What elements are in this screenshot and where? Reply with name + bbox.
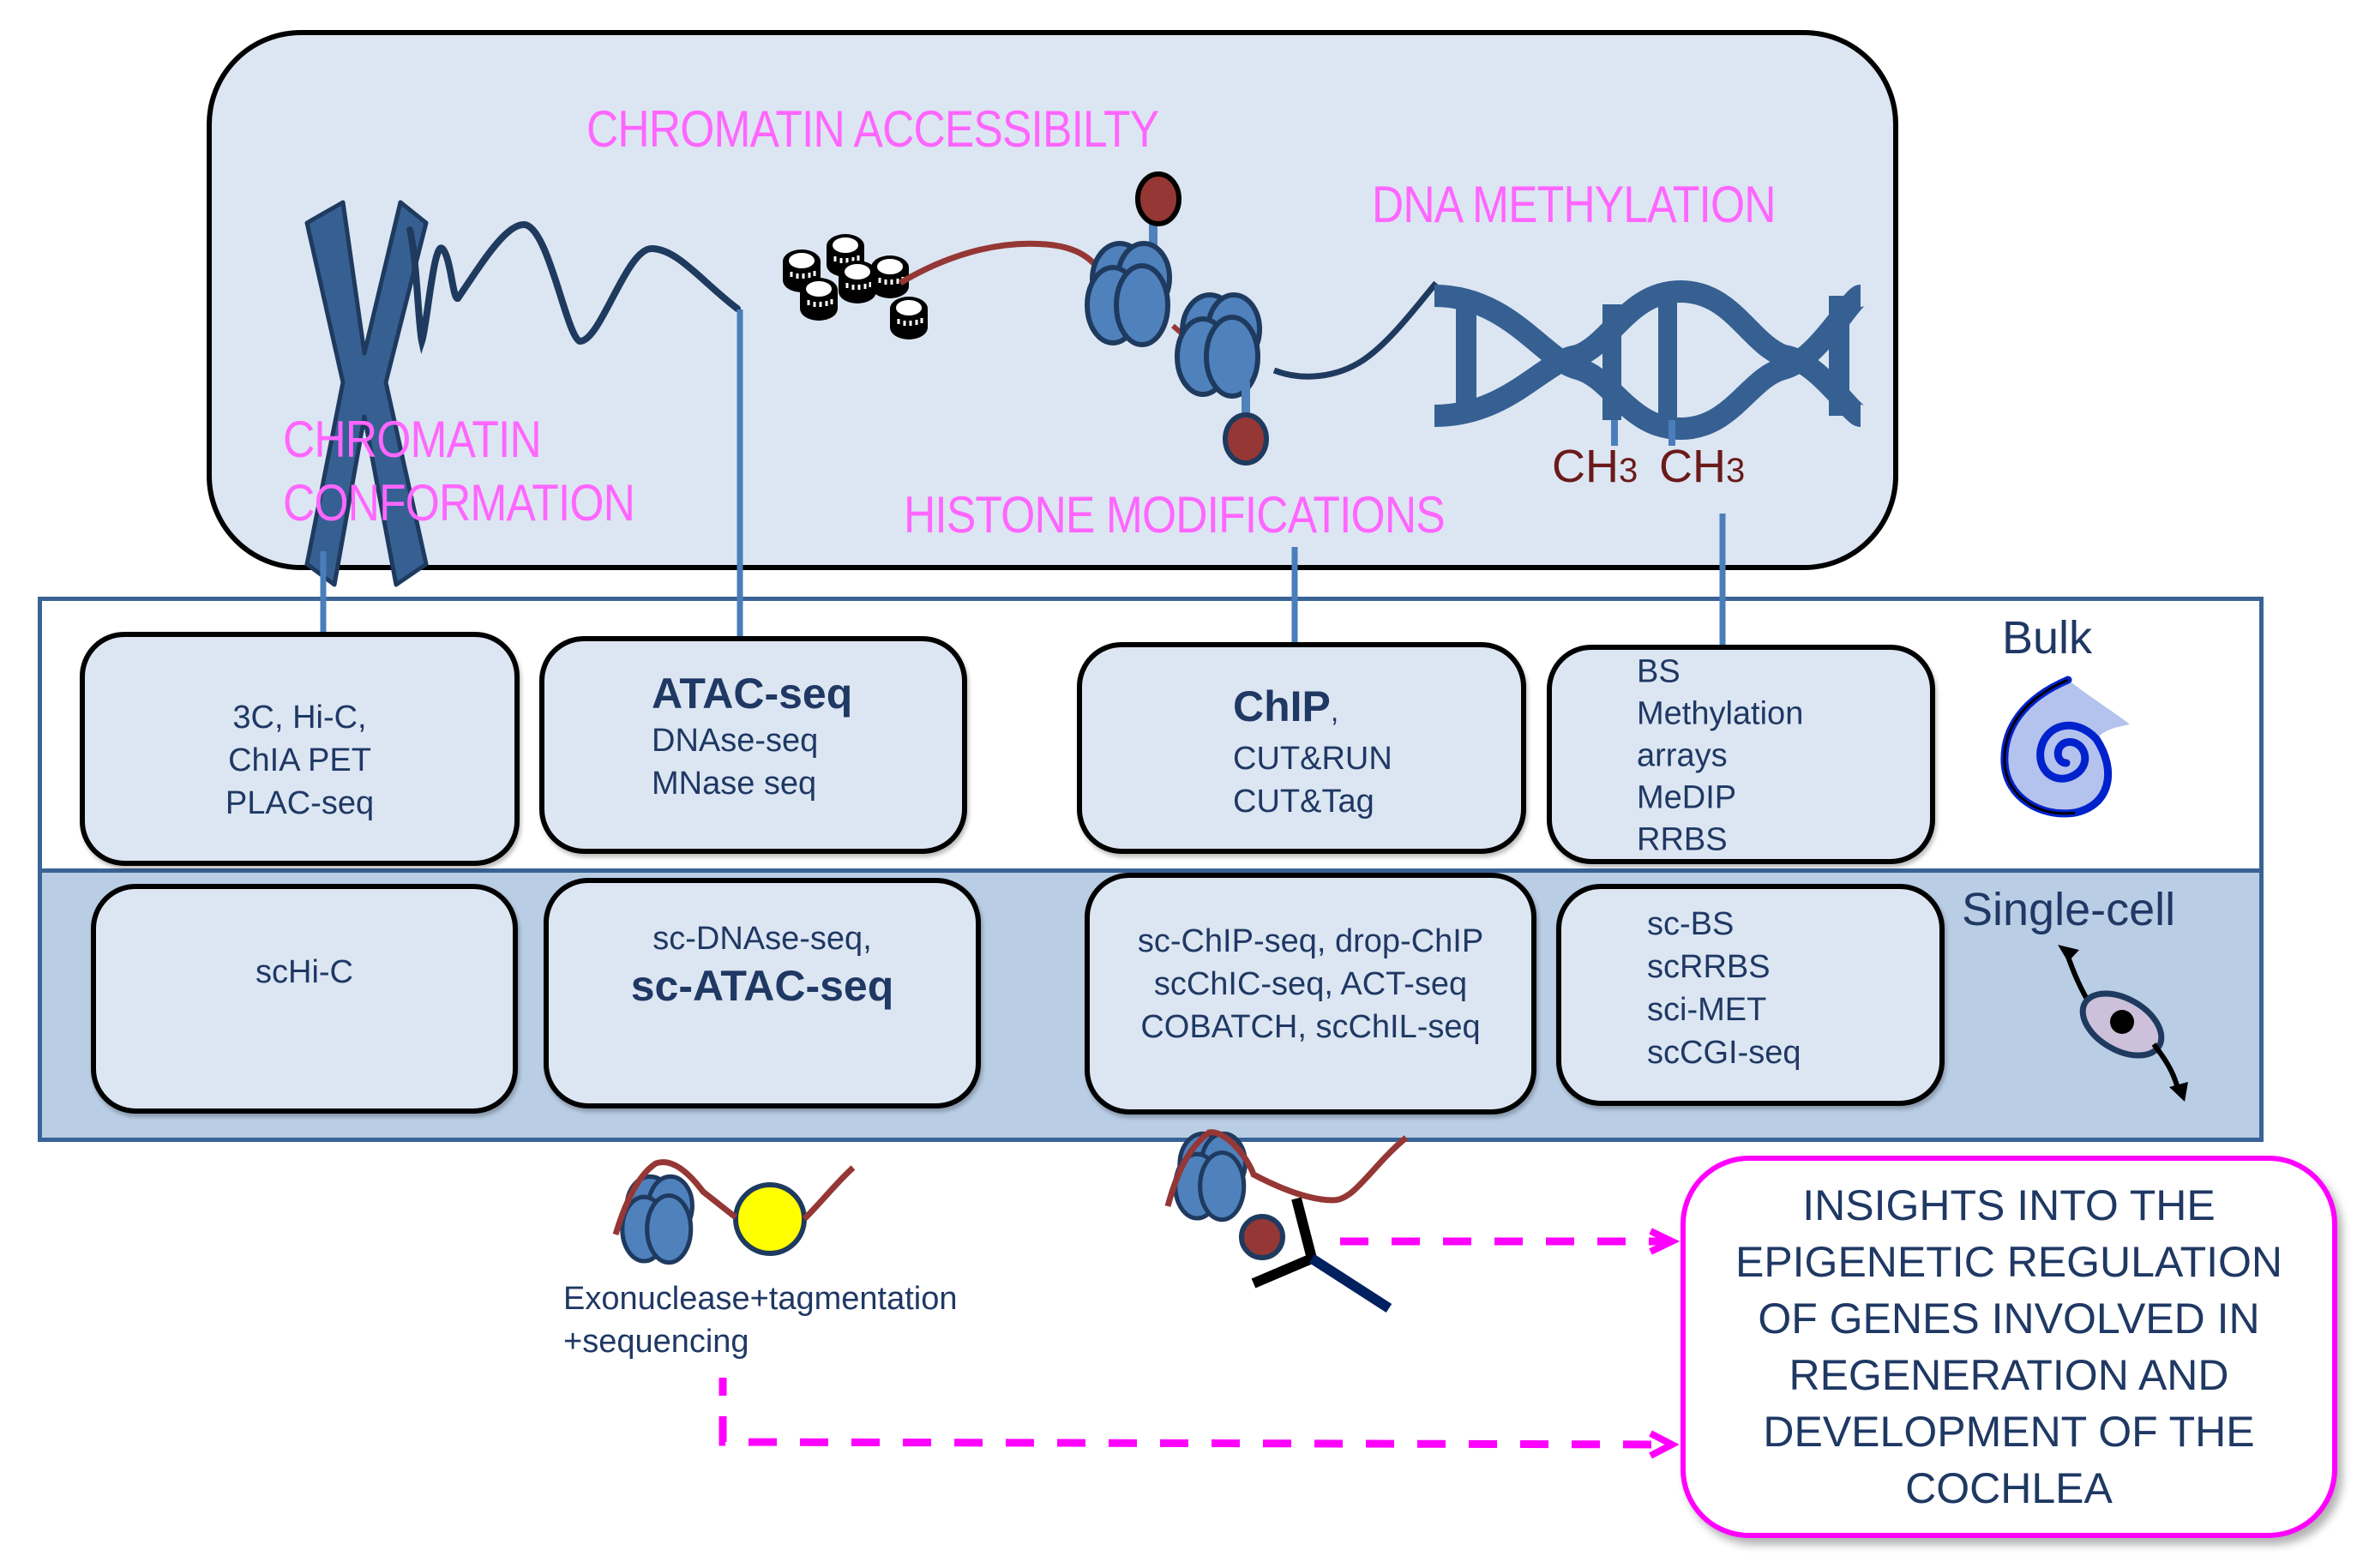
bulk-box-chromatin-conformation: 3C, Hi-C, ChIA PET PLAC-seq	[80, 632, 520, 866]
label-chromatin-accessibility: CHROMATIN ACCESSIBILTY	[586, 100, 1159, 158]
nucleosome-stack-icon	[781, 232, 929, 341]
method-line: PLAC-seq	[225, 784, 375, 821]
sc-box-histone-modifications: sc-ChIP-seq, drop-ChIP scChIC-seq, ACT-s…	[1085, 873, 1536, 1114]
dashed-connectors	[719, 1228, 1681, 1459]
method-line-highlight: ATAC-seq	[652, 670, 853, 718]
tn5-transposase-icon	[612, 1159, 856, 1263]
method-line: Methylation	[1637, 695, 1804, 732]
sc-box-dna-methylation: sc-BS scRRBS sci-MET scCGI-seq	[1556, 884, 1945, 1106]
insights-line: INSIGHTS INTO THE	[1802, 1181, 2216, 1229]
method-line: MeDIP	[1637, 779, 1737, 816]
histone-mark-icon	[1135, 171, 1181, 226]
label-chromatin-conformation-line1: CHROMATIN	[283, 411, 542, 468]
row-label-bulk: Bulk	[2002, 612, 2093, 664]
method-line: RRBS	[1637, 821, 1728, 858]
method-line: scCGI-seq	[1647, 1035, 1801, 1072]
method-line: sc-DNAse-seq,	[652, 921, 872, 958]
method-line-highlight: sc-ATAC-seq	[630, 962, 894, 1011]
sc-box-chromatin-accessibility: sc-DNAse-seq, sc-ATAC-seq	[544, 878, 981, 1108]
method-line: DNAse-seq	[652, 723, 819, 760]
method-line: COBATCH, scChIL-seq	[1140, 1009, 1481, 1046]
method-line: CUT&Tag	[1233, 784, 1374, 820]
method-line: arrays	[1637, 737, 1728, 774]
epigenetic-features-panel	[207, 30, 1898, 570]
method-line: sci-MET	[1647, 992, 1767, 1029]
bulk-box-histone-modifications: ChIP, CUT&RUN CUT&Tag	[1077, 642, 1526, 854]
sc-box-chromatin-conformation: scHi-C	[91, 884, 518, 1114]
label-dna-methylation: DNA METHYLATION	[1372, 176, 1777, 233]
chromatin-fiber-icon	[406, 221, 741, 355]
insights-line: EPIGENETIC REGULATION	[1735, 1238, 2283, 1286]
method-line: CUT&RUN	[1233, 741, 1392, 778]
bulk-box-dna-methylation: BS Methylation arrays MeDIP RRBS	[1547, 645, 1935, 864]
method-separator: ,	[1330, 695, 1339, 729]
antibody-icon	[1164, 1129, 1409, 1313]
insights-line: COCHLEA	[1905, 1464, 2113, 1512]
insights-line: DEVELOPMENT OF THE	[1763, 1408, 2255, 1456]
chromosome-icon	[304, 200, 429, 587]
label-chromatin-conformation-line2: CONFORMATION	[283, 474, 635, 532]
method-line-highlight: ChIP,	[1233, 681, 1521, 737]
methyl-base: CH	[1552, 441, 1619, 492]
method-line: scRRBS	[1647, 949, 1771, 986]
methyl-subscript: 3	[1726, 452, 1746, 490]
method-line: MNase seq	[652, 766, 817, 802]
atac-caption-line1: Exonuclease+tagmentation	[563, 1281, 958, 1317]
bulk-box-chromatin-accessibility: ATAC-seq DNAse-seq MNase seq	[539, 636, 967, 854]
label-histone-modifications: HISTONE MODIFICATIONS	[904, 486, 1446, 544]
insights-text: INSIGHTS INTO THE EPIGENETIC REGULATION …	[1735, 1177, 2282, 1517]
atac-caption-line2: +sequencing	[563, 1324, 749, 1360]
method-chip: ChIP	[1233, 682, 1331, 731]
method-line: scHi-C	[256, 954, 353, 991]
methyl-subscript: 3	[1619, 452, 1638, 490]
method-line: BS	[1637, 653, 1681, 690]
atac-caption: Exonuclease+tagmentation +sequencing	[563, 1277, 958, 1363]
insights-line: REGENERATION AND	[1789, 1351, 2229, 1399]
cochlea-icon	[2000, 676, 2130, 818]
connector-atac-to-insights	[719, 1378, 1669, 1449]
histone-nucleosome-icon	[1087, 210, 1260, 420]
insights-box: INSIGHTS INTO THE EPIGENETIC REGULATION …	[1681, 1156, 2337, 1538]
method-line: scChIC-seq, ACT-seq	[1153, 966, 1468, 1003]
single-cell-icon	[2058, 945, 2188, 1102]
methyl-group-label: CH3	[1552, 440, 1638, 493]
methyl-group-label: CH3	[1659, 440, 1745, 493]
method-line: ChIA PET	[228, 742, 371, 778]
method-line: 3C, Hi-C,	[232, 699, 367, 736]
insights-line: OF GENES INVOLVED IN	[1758, 1295, 2260, 1343]
row-label-single-cell: Single-cell	[1962, 884, 2176, 935]
dna-double-helix-icon	[1434, 279, 1866, 441]
method-line: sc-ChIP-seq, drop-ChIP	[1137, 923, 1484, 960]
histone-mark-icon	[1223, 412, 1269, 466]
method-line: sc-BS	[1647, 906, 1735, 943]
methyl-base: CH	[1659, 441, 1726, 492]
